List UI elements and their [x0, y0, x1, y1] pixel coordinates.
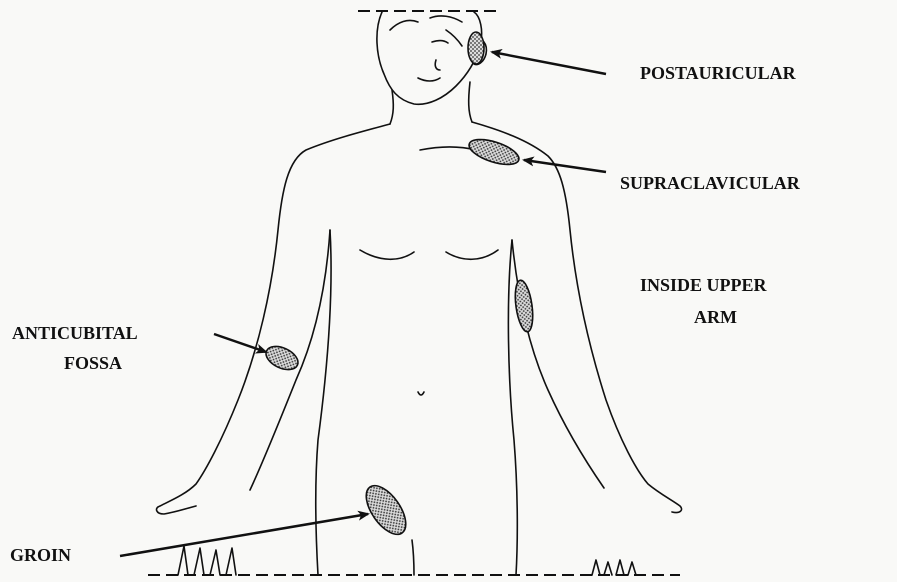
right-pectoral: [446, 250, 498, 259]
hair-strands: [390, 16, 462, 46]
supraclavicular-arrow: [524, 160, 606, 172]
supraclavicular-site: [466, 134, 522, 169]
eye: [432, 41, 448, 43]
groin-label: GROIN: [10, 544, 71, 566]
left-outer-arm: [157, 124, 390, 514]
clavicle: [420, 147, 476, 150]
anticubital-label-line1: ANTICUBITAL: [12, 322, 138, 344]
left-fingers: [178, 546, 236, 575]
groin-site: [358, 479, 413, 541]
inside-upper-arm-site: [512, 279, 535, 333]
right-inner-arm: [512, 240, 604, 488]
navel: [418, 392, 424, 395]
postauricular-label: POSTAURICULAR: [640, 62, 796, 84]
left-pectoral: [360, 250, 414, 259]
right-fingers: [592, 560, 636, 575]
anticubital-fossa-site: [262, 342, 301, 374]
crotch-line: [412, 540, 414, 575]
postauricular-arrow: [492, 52, 606, 74]
mouth: [418, 78, 440, 81]
groin-arrow: [120, 514, 368, 556]
neck-right: [469, 82, 472, 122]
nose: [435, 60, 440, 70]
anticubital-label-line2: FOSSA: [64, 352, 122, 374]
neck-left: [390, 90, 393, 124]
supraclavicular-label: SUPRACLAVICULAR: [620, 172, 800, 194]
inside-upper-arm-label-line1: INSIDE UPPER: [640, 274, 767, 296]
postauricular-site: [468, 32, 484, 64]
inside-upper-arm-label-line2: ARM: [694, 306, 737, 328]
